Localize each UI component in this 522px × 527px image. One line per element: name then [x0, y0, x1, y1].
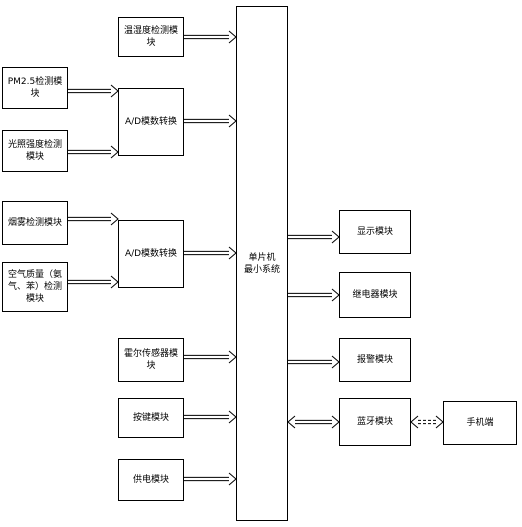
light-module: 光照强度检测模块 [2, 130, 68, 172]
adc-module-1-label: A/D模数转换 [124, 117, 178, 127]
mcu-minimum-system: 单片机 最小系统 [236, 6, 288, 521]
hall-sensor-module: 霍尔传感器模块 [118, 338, 184, 382]
pm25-module-label: PM2.5检测模块 [7, 77, 63, 99]
air-quality-module-label: 空气质量（氨气、苯）检测模块 [7, 270, 62, 304]
arrow-mcu-to-display [288, 230, 340, 244]
display-module-label: 显示模块 [356, 227, 393, 237]
arrow-mcu-to-alarm [288, 355, 340, 369]
bluetooth-module-label: 蓝牙模块 [356, 417, 393, 427]
phone-terminal: 手机端 [443, 401, 517, 445]
pm25-module: PM2.5检测模块 [2, 67, 68, 109]
arrow-temp-humidity-to-mcu [184, 30, 237, 44]
arrow-hall-to-mcu [184, 350, 237, 364]
phone-terminal-label: 手机端 [466, 418, 494, 428]
power-module: 供电模块 [118, 459, 184, 501]
temp-humidity-module: 温湿度检测模块 [118, 17, 184, 57]
bluetooth-module: 蓝牙模块 [339, 398, 411, 446]
temp-humidity-module-label: 温湿度检测模块 [123, 26, 178, 48]
power-module-label: 供电模块 [132, 475, 169, 485]
arrow-mcu-to-relay [288, 288, 340, 302]
relay-module-label: 继电器模块 [352, 290, 398, 300]
relay-module: 继电器模块 [339, 272, 411, 318]
hall-sensor-module-label: 霍尔传感器模块 [123, 349, 178, 371]
arrow-light-to-adc-1 [68, 145, 119, 159]
mcu-label: 单片机 最小系统 [243, 252, 280, 275]
arrow-bluetooth-phone [410, 415, 444, 429]
arrow-mcu-bluetooth [287, 415, 340, 429]
air-quality-module: 空气质量（氨气、苯）检测模块 [2, 262, 68, 312]
arrow-adc-1-to-mcu [184, 114, 237, 128]
arrow-pm25-to-adc-1 [68, 84, 119, 98]
keys-module-label: 按键模块 [132, 413, 169, 423]
arrow-air-quality-to-adc-2 [68, 275, 119, 289]
keys-module: 按键模块 [118, 398, 184, 438]
smoke-module-label: 烟雾检测模块 [7, 218, 62, 228]
display-module: 显示模块 [339, 210, 411, 254]
arrow-adc-2-to-mcu [184, 246, 237, 260]
arrow-keys-to-mcu [184, 410, 237, 424]
arrow-power-to-mcu [184, 472, 237, 486]
adc-module-1: A/D模数转换 [118, 88, 184, 156]
arrow-smoke-to-adc-2 [68, 212, 119, 226]
adc-module-2-label: A/D模数转换 [124, 249, 178, 259]
alarm-module: 报警模块 [339, 338, 411, 382]
light-module-label: 光照强度检测模块 [7, 140, 62, 162]
alarm-module-label: 报警模块 [356, 355, 393, 365]
adc-module-2: A/D模数转换 [118, 220, 184, 288]
smoke-module: 烟雾检测模块 [2, 201, 68, 245]
